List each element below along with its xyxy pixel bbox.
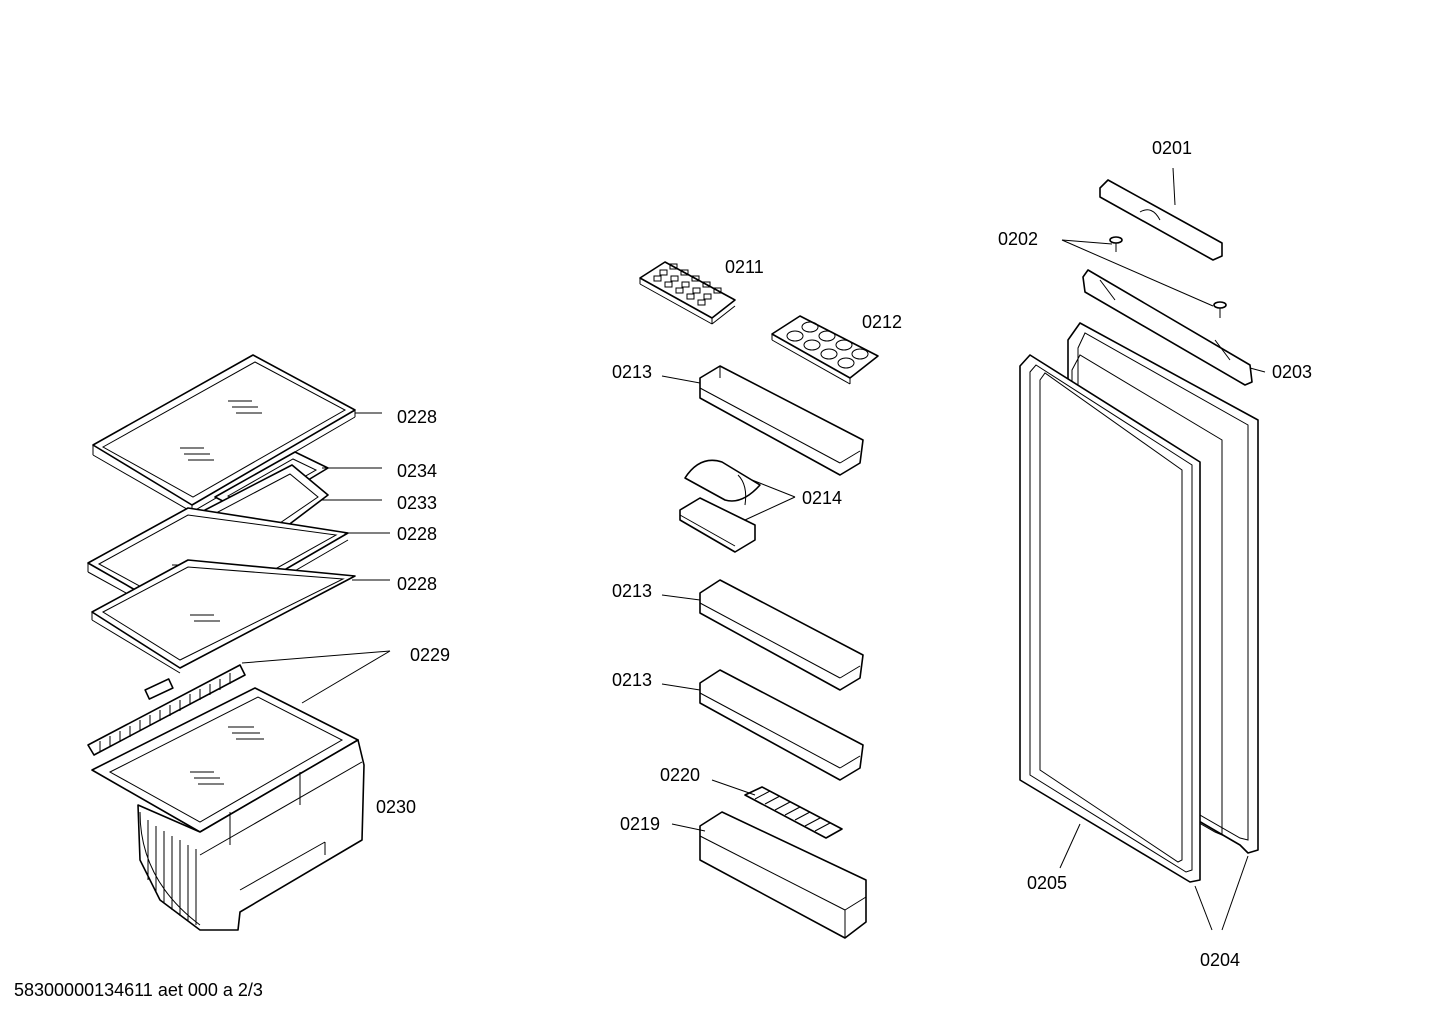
label-0202: 0202	[998, 229, 1038, 249]
left-leader-lines	[241, 412, 391, 704]
label-0228-middle: 0228	[397, 524, 437, 544]
label-0211: 0211	[725, 257, 764, 277]
label-0220: 0220	[660, 765, 700, 785]
label-0219: 0219	[620, 814, 660, 834]
label-0230: 0230	[376, 797, 416, 817]
handle-cover	[1099, 179, 1223, 261]
middle-leader-lines	[661, 375, 796, 832]
hinge-bracket	[1082, 269, 1253, 386]
ice-tray	[639, 261, 736, 325]
label-0229: 0229	[410, 645, 450, 665]
screws	[1109, 236, 1227, 318]
label-0213-top: 0213	[612, 362, 652, 382]
document-id: 58300000134611 aet 000 a 2/3	[14, 980, 263, 1000]
label-0204: 0204	[1200, 950, 1240, 970]
egg-tray	[771, 315, 879, 385]
glass-shelf-top	[92, 354, 356, 513]
label-0228-top: 0228	[397, 407, 437, 427]
label-0214: 0214	[802, 488, 842, 508]
bottle-bin	[699, 811, 867, 939]
glass-shelf-lower	[91, 559, 356, 674]
door-bin-lower	[699, 669, 864, 781]
label-0203: 0203	[1272, 362, 1312, 382]
label-0233: 0233	[397, 493, 437, 513]
label-0205: 0205	[1027, 873, 1067, 893]
door-bin-top	[699, 365, 864, 476]
door-bins-group	[639, 261, 879, 939]
label-0234: 0234	[397, 461, 437, 481]
door-gasket	[1019, 354, 1201, 883]
left-shelf-group	[87, 354, 391, 931]
label-0201: 0201	[1152, 138, 1192, 158]
label-0228-lower: 0228	[397, 574, 437, 594]
part-labels: 0201 0202 0203 0204 0205 0211 0212 0213 …	[376, 138, 1312, 970]
right-leader-lines	[1059, 167, 1266, 931]
bottle-retainer	[744, 786, 843, 839]
butter-dish	[679, 459, 761, 553]
label-0213-lower: 0213	[612, 670, 652, 690]
door-bin-middle	[699, 579, 864, 691]
crisper-drawer	[137, 739, 365, 931]
label-0212: 0212	[862, 312, 902, 332]
door-assembly-group	[1019, 167, 1266, 931]
label-0213-middle: 0213	[612, 581, 652, 601]
